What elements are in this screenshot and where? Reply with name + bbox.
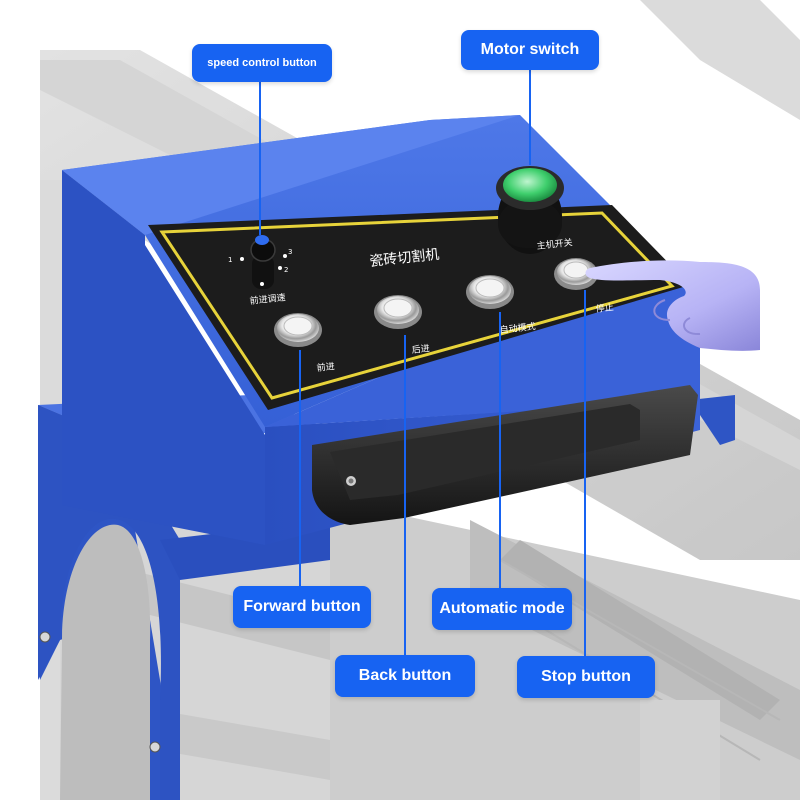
stop-label: 停止 [595,301,614,315]
back-button[interactable] [374,295,422,329]
forward-label: 前进 [316,360,335,374]
forward-button[interactable] [274,313,322,347]
main-switch-label: 主机开关 [536,236,573,252]
automatic-mode-callout: Automatic mode [432,588,572,630]
stop-button-callout: Stop button [517,656,655,698]
speed-knob-icon[interactable] [240,235,287,289]
dial-mark-3: 3 [288,248,292,256]
back-label: 后进 [411,343,430,356]
callout-lines [259,68,586,660]
hand-icon [585,260,760,351]
back-button-callout: Back button [335,655,475,697]
front-handle [312,385,698,525]
speed-label: 前进调速 [249,291,286,307]
auto-label: 自动模式 [499,320,536,336]
forward-button-callout: Forward button [233,586,371,628]
dial-mark-1: 1 [228,256,232,264]
stop-button[interactable] [554,258,598,290]
motor-switch-button[interactable] [496,166,564,254]
motor-switch-callout: Motor switch [461,30,599,70]
automatic-mode-button[interactable] [466,275,514,309]
dial-mark-2: 2 [284,266,288,274]
speed-control-callout: speed control button [192,44,332,82]
